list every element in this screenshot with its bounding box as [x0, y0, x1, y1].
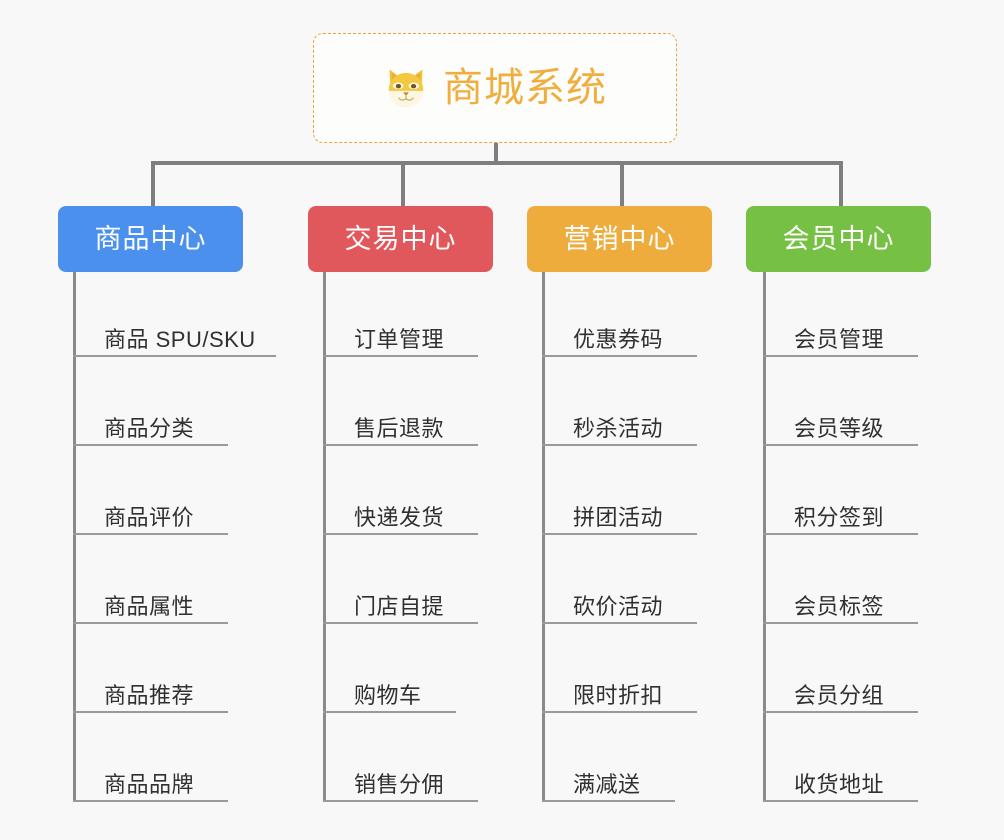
leaf-label: 商品分类 — [104, 416, 195, 441]
leaf-label: 限时折扣 — [573, 683, 664, 708]
branch-node-4[interactable]: 会员中心 — [746, 206, 931, 272]
connector-root-stem — [494, 143, 498, 164]
leaf-item[interactable]: 商品 SPU/SKU — [73, 313, 276, 357]
leaf-item[interactable]: 拼团活动 — [542, 491, 697, 535]
leaf-label: 收货地址 — [794, 772, 885, 797]
leaf-item[interactable]: 订单管理 — [323, 313, 478, 357]
leaf-item[interactable]: 购物车 — [323, 669, 456, 713]
root-node[interactable]: 商城系统 — [313, 33, 677, 143]
leaf-label: 会员标签 — [794, 594, 885, 619]
branch-spine-1 — [73, 272, 76, 802]
leaf-item[interactable]: 收货地址 — [763, 758, 918, 802]
connector-drop-4 — [839, 161, 843, 206]
leaf-item[interactable]: 会员等级 — [763, 402, 918, 446]
leaf-label: 砍价活动 — [573, 594, 664, 619]
leaf-item[interactable]: 售后退款 — [323, 402, 478, 446]
shiba-dog-face-icon — [388, 69, 424, 108]
root-title: 商城系统 — [443, 66, 607, 110]
leaf-label: 售后退款 — [354, 416, 445, 441]
connector-drop-1 — [151, 161, 155, 206]
connector-drop-3 — [620, 161, 624, 206]
leaf-item[interactable]: 优惠券码 — [542, 313, 697, 357]
leaf-item[interactable]: 会员标签 — [763, 580, 918, 624]
leaf-label: 会员分组 — [794, 683, 885, 708]
branch-label: 商品中心 — [94, 223, 207, 254]
leaf-item[interactable]: 商品评价 — [73, 491, 228, 535]
leaf-label: 积分签到 — [794, 505, 885, 530]
leaf-item[interactable]: 商品品牌 — [73, 758, 228, 802]
leaf-label: 秒杀活动 — [573, 416, 664, 441]
leaf-label: 门店自提 — [354, 594, 445, 619]
branch-node-1[interactable]: 商品中心 — [58, 206, 243, 272]
connector-horizontal-bus — [151, 161, 841, 165]
branch-label: 会员中心 — [782, 223, 895, 254]
leaf-item[interactable]: 秒杀活动 — [542, 402, 697, 446]
leaf-item[interactable]: 砍价活动 — [542, 580, 697, 624]
leaf-label: 拼团活动 — [573, 505, 664, 530]
leaf-label: 优惠券码 — [573, 327, 664, 352]
leaf-label: 销售分佣 — [354, 772, 445, 797]
leaf-item[interactable]: 快递发货 — [323, 491, 478, 535]
branch-spine-2 — [323, 272, 326, 802]
branch-node-3[interactable]: 营销中心 — [527, 206, 712, 272]
connector-drop-2 — [401, 161, 405, 206]
leaf-item[interactable]: 销售分佣 — [323, 758, 478, 802]
branch-label: 交易中心 — [344, 223, 457, 254]
leaf-item[interactable]: 门店自提 — [323, 580, 478, 624]
leaf-label: 会员等级 — [794, 416, 885, 441]
leaf-item[interactable]: 积分签到 — [763, 491, 918, 535]
leaf-label: 商品评价 — [104, 505, 195, 530]
leaf-label: 商品 SPU/SKU — [104, 327, 256, 352]
leaf-label: 会员管理 — [794, 327, 885, 352]
branch-spine-3 — [542, 272, 545, 802]
leaf-label: 满减送 — [573, 772, 641, 797]
leaf-label: 商品属性 — [104, 594, 195, 619]
leaf-label: 商品品牌 — [104, 772, 195, 797]
leaf-label: 快递发货 — [354, 505, 445, 530]
leaf-item[interactable]: 满减送 — [542, 758, 675, 802]
leaf-item[interactable]: 限时折扣 — [542, 669, 697, 713]
leaf-label: 购物车 — [354, 683, 422, 708]
leaf-item[interactable]: 商品推荐 — [73, 669, 228, 713]
branch-label: 营销中心 — [563, 223, 676, 254]
leaf-label: 商品推荐 — [104, 683, 195, 708]
leaf-item[interactable]: 会员管理 — [763, 313, 918, 357]
leaf-item[interactable]: 会员分组 — [763, 669, 918, 713]
branch-node-2[interactable]: 交易中心 — [308, 206, 493, 272]
leaf-item[interactable]: 商品分类 — [73, 402, 228, 446]
branch-spine-4 — [763, 272, 766, 802]
leaf-item[interactable]: 商品属性 — [73, 580, 228, 624]
leaf-label: 订单管理 — [354, 327, 445, 352]
